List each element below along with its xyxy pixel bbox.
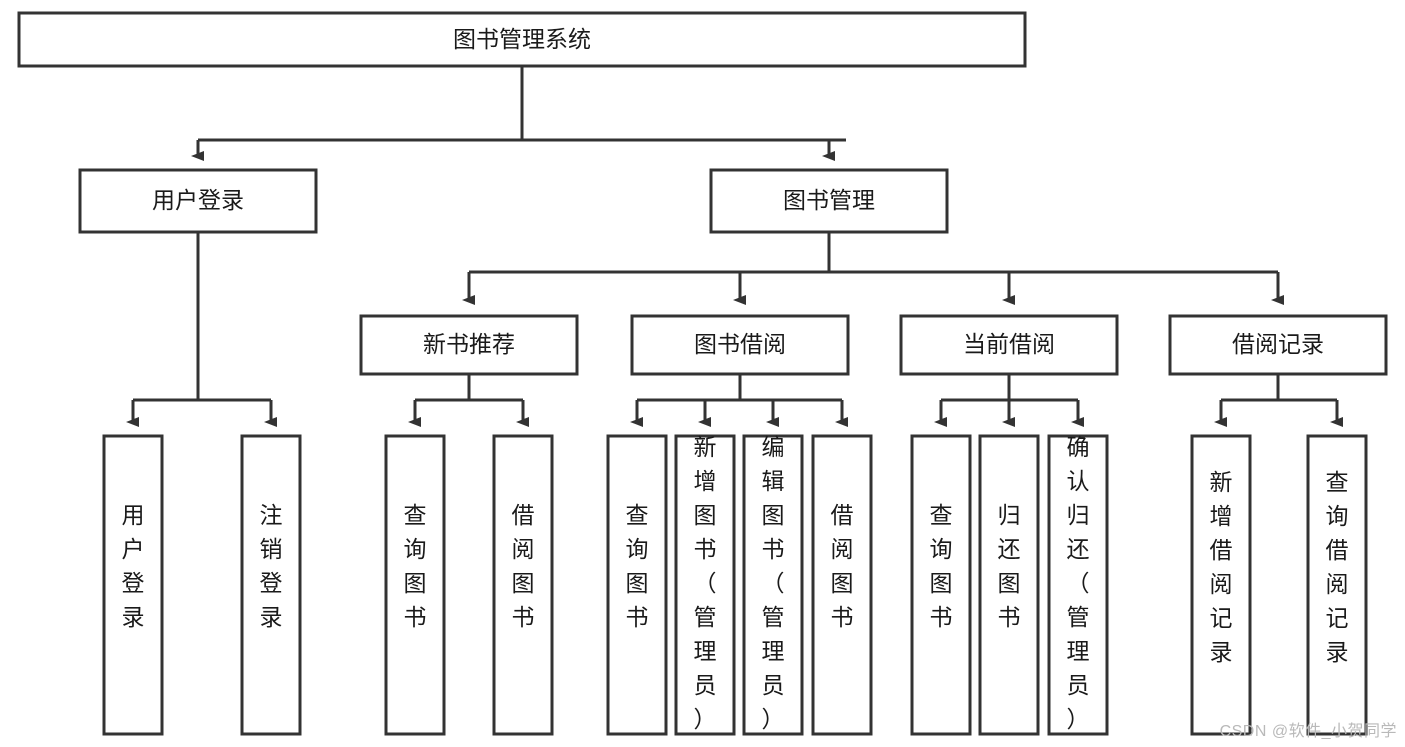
node-leaf-recommend-query-book-label: 查询图书 <box>404 502 427 630</box>
node-book-management[interactable]: 图书管理 <box>709 168 949 234</box>
node-borrow-record[interactable]: 借阅记录 <box>1168 314 1388 376</box>
node-leaf-user-login-label: 用户登录 <box>122 502 145 630</box>
connector-book-mgmt-to-level3 <box>462 232 1284 305</box>
node-leaf-borrow-book-label: 借阅图书 <box>831 502 854 630</box>
node-leaf-edit-book-admin-label: 编辑图书（管理员） <box>762 434 785 732</box>
node-leaf-logout-label: 注销登录 <box>260 502 283 630</box>
node-leaf-recommend-query-book[interactable]: 查询图书 <box>384 434 446 736</box>
connector-borrow-to-leaves <box>630 374 848 427</box>
node-book-borrow-label: 图书借阅 <box>694 331 786 357</box>
node-leaf-logout[interactable]: 注销登录 <box>240 434 302 736</box>
node-leaf-edit-book-admin[interactable]: 编辑图书（管理员） <box>742 434 804 736</box>
node-book-management-label: 图书管理 <box>783 187 875 213</box>
node-current-borrow[interactable]: 当前借阅 <box>899 314 1119 376</box>
node-leaf-current-query-book-label: 查询图书 <box>930 502 953 630</box>
node-leaf-return-book[interactable]: 归还图书 <box>978 434 1040 736</box>
node-leaf-add-borrow-record[interactable]: 新增借阅记录 <box>1190 434 1252 736</box>
node-leaf-recommend-borrow-book[interactable]: 借阅图书 <box>492 434 554 736</box>
node-leaf-user-login[interactable]: 用户登录 <box>102 434 164 736</box>
connector-user-login-to-leaves <box>126 232 277 427</box>
node-leaf-borrow-book[interactable]: 借阅图书 <box>811 434 873 736</box>
node-user-login[interactable]: 用户登录 <box>78 168 318 234</box>
node-leaf-borrow-query-book-label: 查询图书 <box>626 502 649 630</box>
node-leaf-borrow-query-book[interactable]: 查询图书 <box>606 434 668 736</box>
node-root-system[interactable]: 图书管理系统 <box>17 11 1027 68</box>
connector-record-to-leaves <box>1214 374 1343 427</box>
connector-root-to-level2 <box>191 66 846 161</box>
node-new-book-recommend[interactable]: 新书推荐 <box>359 314 579 376</box>
node-user-login-label: 用户登录 <box>152 187 244 213</box>
node-leaf-add-book-admin-label: 新增图书（管理员） <box>694 434 717 732</box>
connector-current-to-leaves <box>934 374 1084 427</box>
node-book-borrow[interactable]: 图书借阅 <box>630 314 850 376</box>
node-root-label: 图书管理系统 <box>453 26 591 52</box>
node-leaf-return-book-label: 归还图书 <box>998 502 1021 630</box>
node-leaf-query-borrow-record-label: 查询借阅记录 <box>1326 469 1349 665</box>
node-new-book-recommend-label: 新书推荐 <box>423 331 515 357</box>
connector-recommend-to-leaves <box>408 374 529 427</box>
node-current-borrow-label: 当前借阅 <box>963 331 1055 357</box>
node-leaf-query-borrow-record[interactable]: 查询借阅记录 <box>1306 434 1368 736</box>
node-leaf-recommend-borrow-book-label: 借阅图书 <box>512 502 535 630</box>
node-leaf-add-book-admin[interactable]: 新增图书（管理员） <box>674 434 736 736</box>
node-leaf-confirm-return-admin-label: 确认归还（管理员） <box>1067 434 1090 732</box>
node-leaf-confirm-return-admin[interactable]: 确认归还（管理员） <box>1047 434 1109 736</box>
node-leaf-current-query-book[interactable]: 查询图书 <box>910 434 972 736</box>
node-leaf-add-borrow-record-label: 新增借阅记录 <box>1210 469 1233 665</box>
node-borrow-record-label: 借阅记录 <box>1232 331 1324 357</box>
